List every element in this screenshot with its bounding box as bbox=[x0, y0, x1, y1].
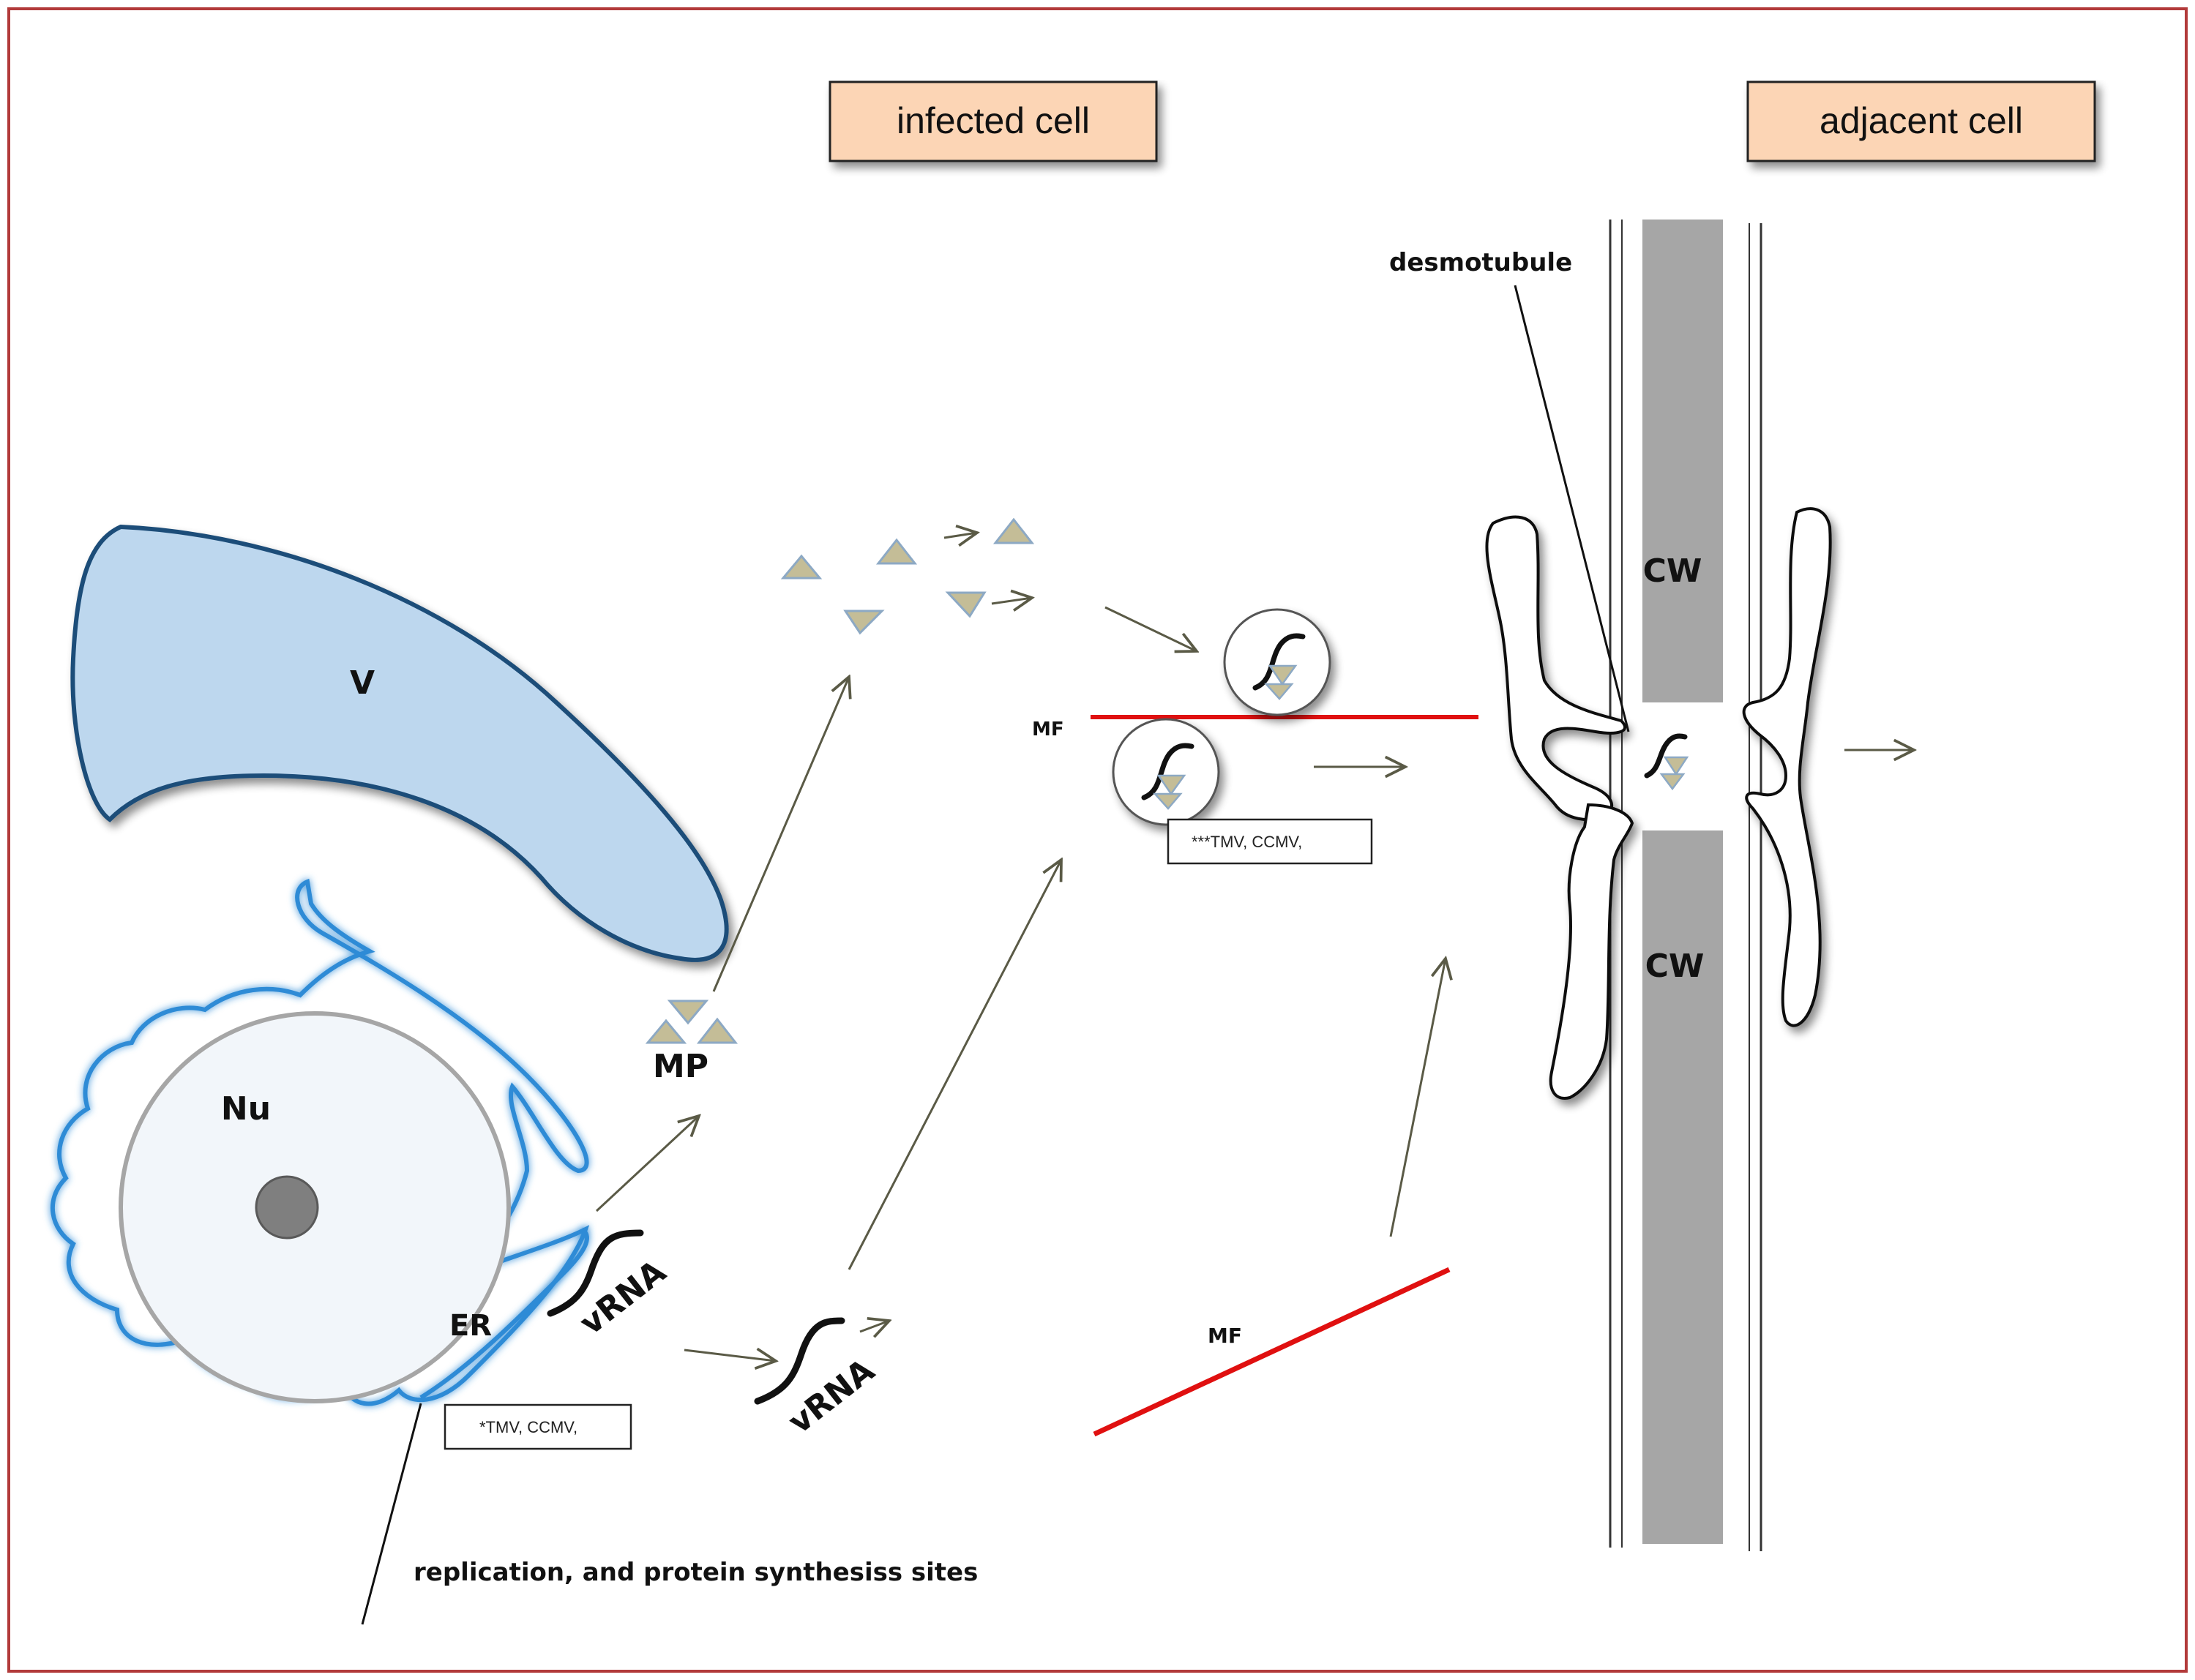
arrow-er-to-vrna bbox=[684, 1350, 776, 1361]
mp-cluster bbox=[645, 1000, 738, 1044]
er-label: ER bbox=[449, 1309, 492, 1343]
mf-top-label: MF bbox=[1032, 719, 1064, 740]
cell-wall bbox=[1609, 220, 1762, 1551]
cell-wall-bottom bbox=[1642, 830, 1723, 1544]
note-2-text: ***TMV, CCMV, bbox=[1192, 833, 1302, 851]
vrna-label-1: vRNA bbox=[573, 1253, 673, 1342]
adjacent-cell-label: adjacent cell bbox=[1820, 100, 2023, 141]
vrna-strand-2 bbox=[754, 1317, 845, 1405]
arrows bbox=[595, 533, 1914, 1361]
cw-top-label: CW bbox=[1643, 552, 1702, 590]
replication-label: replication, and protein synthesiss site… bbox=[414, 1558, 978, 1587]
vacuole-shape bbox=[70, 524, 729, 962]
outer-frame bbox=[7, 7, 2188, 1673]
arrow-vrna-small bbox=[859, 1321, 889, 1332]
arrow-mp-small-1 bbox=[943, 533, 977, 538]
microfilament-bottom bbox=[1093, 1267, 1451, 1437]
mp-scattered bbox=[780, 517, 1035, 635]
note-box-1 bbox=[444, 1403, 632, 1450]
cell-wall-top bbox=[1642, 220, 1723, 702]
vrna-mp-complex-1 bbox=[1223, 608, 1331, 716]
vrna-strand-1 bbox=[547, 1229, 644, 1317]
arrow-mp-small-2 bbox=[991, 598, 1032, 604]
complex-in-channel bbox=[1644, 733, 1689, 791]
note-1-text: *TMV, CCMV, bbox=[479, 1418, 577, 1436]
replication-pointer bbox=[361, 1403, 422, 1625]
plasmodesma bbox=[1485, 507, 1832, 1100]
arrow-er-to-mp bbox=[595, 1116, 699, 1212]
mp-label: MP bbox=[653, 1048, 708, 1085]
nucleus-label: Nu bbox=[221, 1090, 271, 1128]
infected-cell-title: infected cell bbox=[829, 80, 1158, 162]
mf-bottom-label: MF bbox=[1208, 1324, 1242, 1348]
arrow-vrna-up bbox=[848, 860, 1061, 1270]
adjacent-cell-title: adjacent cell bbox=[1746, 80, 2096, 162]
nucleolus bbox=[255, 1175, 319, 1240]
er-strand bbox=[419, 1227, 589, 1400]
arrow-to-complex bbox=[1104, 606, 1197, 651]
cw-bottom-label: CW bbox=[1645, 948, 1705, 985]
arrow-mp-up bbox=[712, 677, 849, 992]
vrna-mp-complex-2 bbox=[1112, 718, 1220, 826]
infected-cell-label: infected cell bbox=[897, 100, 1090, 141]
desmotubule-label: desmotubule bbox=[1389, 248, 1572, 277]
vacuole-label: V bbox=[350, 664, 375, 702]
desmotubule-pointer bbox=[1514, 285, 1630, 732]
arrow-mf-up bbox=[1389, 959, 1446, 1237]
note-box-2 bbox=[1167, 818, 1373, 865]
